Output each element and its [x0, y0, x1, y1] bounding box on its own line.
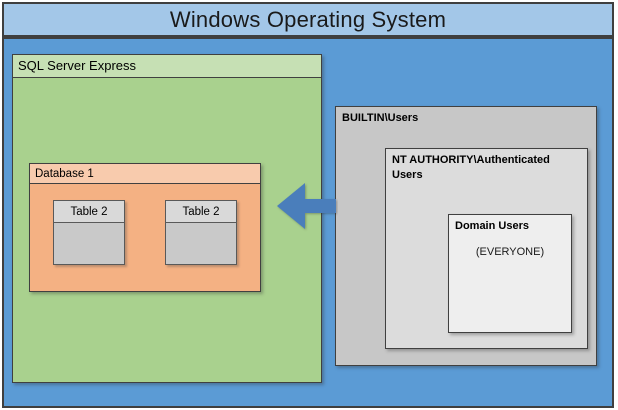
table-box-2: Table 2: [165, 200, 237, 265]
left-arrow-shape: [277, 183, 336, 229]
table-1-label: Table 2: [54, 201, 124, 223]
nt-authenticated-users-label: NT AUTHORITY\Authenticated Users: [392, 154, 550, 181]
domain-users-label: Domain Users: [455, 220, 529, 232]
table-2-label: Table 2: [166, 201, 236, 223]
left-arrow-icon: [274, 181, 338, 233]
sql-server-express-header: SQL Server Express: [13, 55, 321, 78]
database-header: Database 1: [30, 164, 260, 184]
table-box-1: Table 2: [53, 200, 125, 265]
os-title: Windows Operating System: [169, 6, 447, 32]
builtin-users-label: BUILTIN\Users: [342, 112, 419, 124]
domain-users-box: Domain Users (EVERYONE): [448, 214, 572, 333]
everyone-label: (EVERYONE): [475, 245, 545, 258]
os-titlebar: Windows Operating System: [2, 2, 614, 37]
